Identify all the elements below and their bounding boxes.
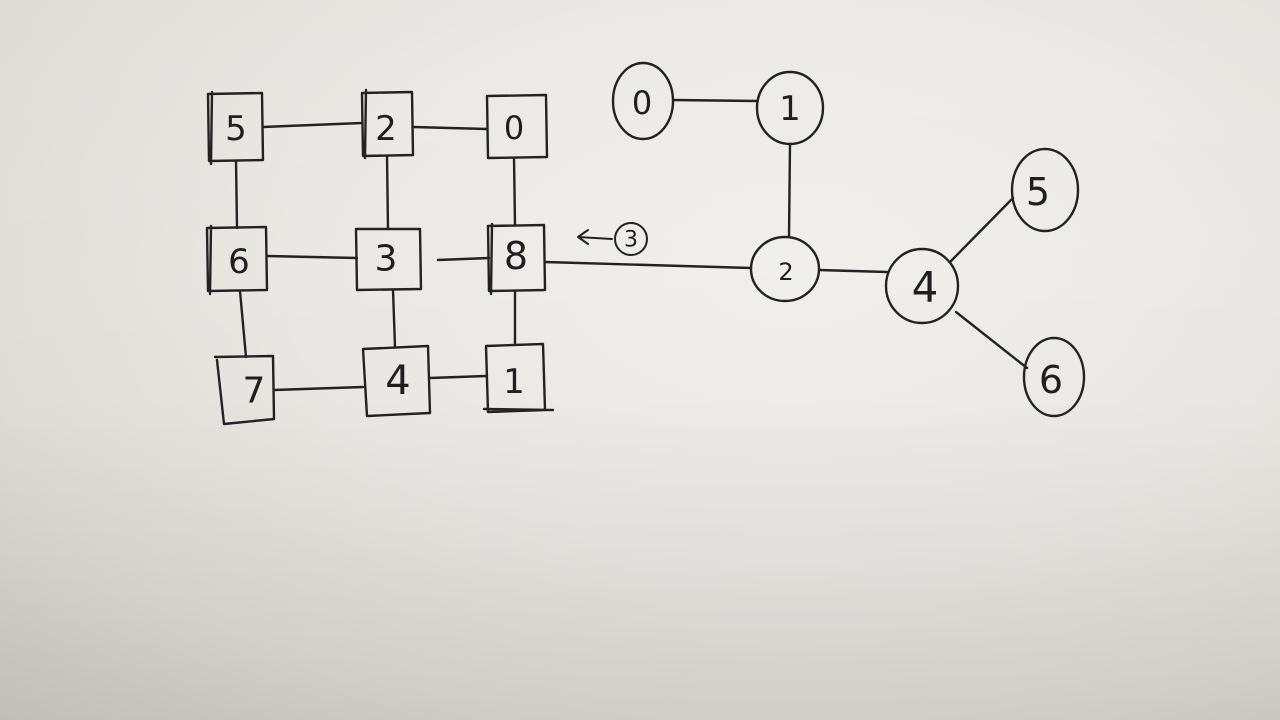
tree-node-5: 5 <box>1010 147 1080 233</box>
tree-node-0: 0 <box>611 61 675 141</box>
grid-cell-0: 0 <box>485 93 549 160</box>
edge-g-2-g-0 <box>411 125 489 131</box>
grid-cell-1: 1 <box>482 342 555 414</box>
edge-g-2-g-3 <box>385 154 390 231</box>
edges-layer <box>234 98 1029 392</box>
grid-cell-5-label: 5 <box>225 109 247 149</box>
edge-g-4-g-1 <box>428 374 488 380</box>
grid-cell-1-label: 1 <box>503 362 525 402</box>
grid-cell-7: 7 <box>213 354 276 426</box>
tree-node-2-label: 2 <box>778 258 793 286</box>
edge-g-8-t-2 <box>543 260 753 270</box>
tree-node-6-label: 6 <box>1039 358 1063 402</box>
edge-t-2-t-4 <box>817 268 889 274</box>
tree-node-6: 6 <box>1022 336 1086 418</box>
grid-cell-6: 6 <box>205 224 269 296</box>
tree-node-2: 2 <box>749 235 821 303</box>
annotation-arrow <box>577 229 613 245</box>
grid-cell-5: 5 <box>206 90 265 166</box>
grid-cell-8-label: 8 <box>504 234 528 278</box>
edge-g-3-g-4 <box>391 288 397 349</box>
grid-cell-7-label: 7 <box>243 371 266 412</box>
grid-cell-4: 4 <box>361 344 432 418</box>
tree-node-1: 1 <box>755 70 825 146</box>
grid-cell-3-label: 3 <box>375 239 398 280</box>
edge-t-0-t-1 <box>671 98 759 103</box>
tree-node-0-label: 0 <box>632 84 652 122</box>
tree-node-5-label: 5 <box>1026 170 1050 214</box>
edge-t-4-t-5 <box>948 196 1015 264</box>
edge-t-4-t-6 <box>954 310 1029 370</box>
edge-t-1-t-2 <box>787 142 792 239</box>
grid-cell-2-label: 2 <box>375 109 397 149</box>
edge-g-6-g-3 <box>265 254 359 260</box>
edge-g-5-g-2 <box>261 121 364 129</box>
grid-cell-8: 8 <box>486 222 547 296</box>
edge-g-7-g-4 <box>272 385 365 392</box>
edge-g-3-g-8 <box>436 256 491 262</box>
edge-g-6-g-7 <box>238 289 248 359</box>
tree-node-4: 4 <box>884 247 960 325</box>
grid-cell-6-label: 6 <box>228 242 250 282</box>
nodes-layer: 5 2 0 6 3 8 7 4 <box>205 61 1086 426</box>
grid-cell-3: 3 <box>354 227 423 292</box>
edge-g-5-g-6 <box>234 159 239 230</box>
grid-cell-0-label: 0 <box>504 109 524 147</box>
tree-node-4-label: 4 <box>912 263 939 312</box>
grid-cell-4-label: 4 <box>385 358 410 404</box>
edge-g-0-g-8 <box>512 156 517 227</box>
annotation-circled-label: 3 <box>614 222 648 256</box>
grid-cell-2: 2 <box>360 88 415 160</box>
tree-node-1-label: 1 <box>779 89 801 129</box>
annotation-label: 3 <box>624 228 638 253</box>
